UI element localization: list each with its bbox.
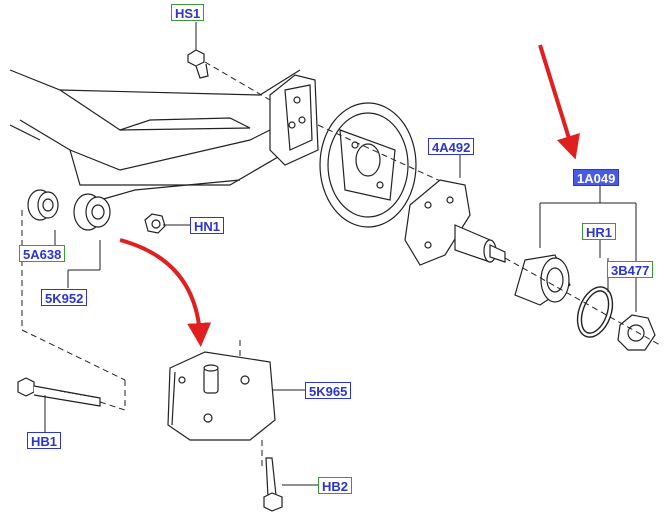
nut-hn1	[144, 213, 166, 234]
bolt-hb1	[17, 377, 101, 407]
spindle-4a492	[404, 179, 506, 266]
label-3b477[interactable]: 3B477	[607, 261, 654, 278]
bolt-hb2	[263, 457, 283, 512]
brake-backing-plate	[319, 102, 417, 228]
5k952-bracket	[54, 230, 101, 288]
label-1a049[interactable]: 1A049	[573, 169, 620, 186]
plate-dash	[317, 124, 461, 191]
label-hb2[interactable]: HB2	[318, 477, 353, 494]
left-guides	[21, 210, 126, 411]
bolt-hs1	[187, 49, 209, 79]
circlip-hr1	[576, 286, 614, 338]
label-hn1[interactable]: HN1	[190, 217, 225, 234]
label-hs1[interactable]: HS1	[171, 4, 205, 21]
label-4a492[interactable]: 4A492	[428, 138, 475, 155]
label-hr1[interactable]: HR1	[582, 223, 617, 240]
twist-beam	[9, 69, 301, 201]
label-5k952[interactable]: 5K952	[41, 289, 88, 306]
red-curved-arrow	[119, 238, 212, 347]
1a049-bracket	[539, 186, 637, 312]
beam-bracket	[269, 74, 319, 166]
bushing-5k952	[73, 193, 111, 231]
label-5k965[interactable]: 5K965	[305, 382, 352, 399]
label-5a638[interactable]: 5A638	[19, 245, 66, 262]
label-hb1[interactable]: HB1	[27, 432, 62, 449]
hs1-dash	[204, 61, 271, 101]
bearing-1a049	[514, 254, 571, 306]
bushing-5a638	[27, 189, 59, 221]
mount-5k965	[167, 351, 276, 441]
red-straight-arrow	[538, 44, 580, 160]
nut-3b477	[617, 314, 656, 351]
